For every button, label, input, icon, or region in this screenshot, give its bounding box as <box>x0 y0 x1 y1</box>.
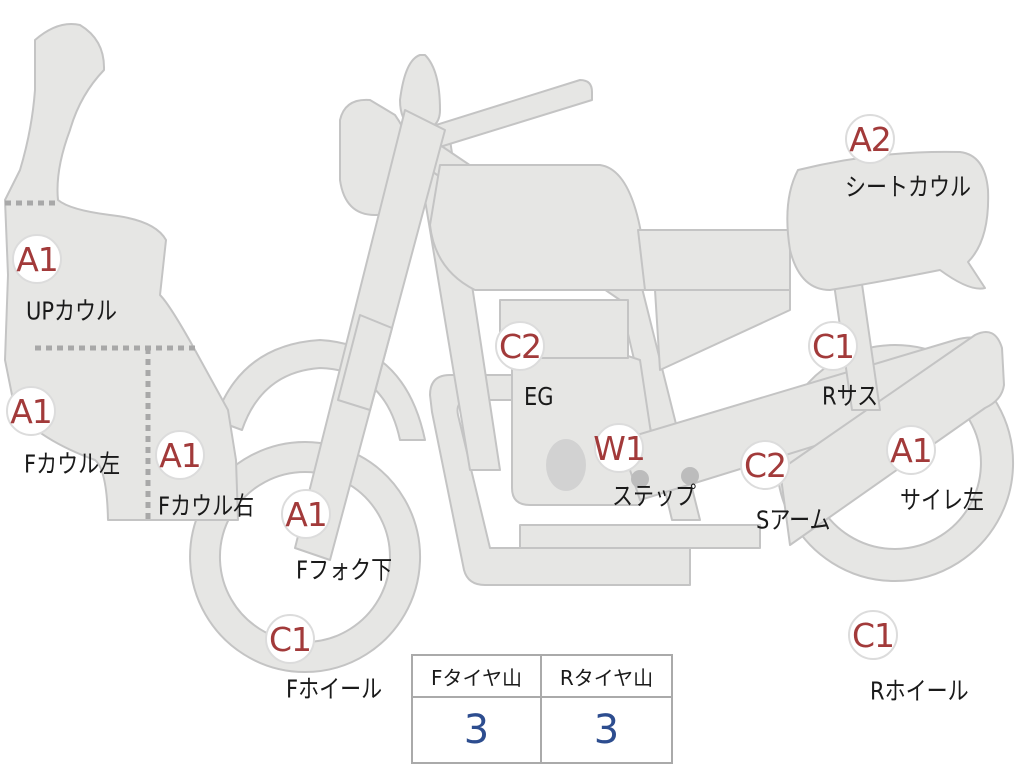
part-label: ステップ <box>612 481 696 511</box>
engine-cover <box>546 439 586 491</box>
handlebar <box>419 79 593 151</box>
part-label: EG <box>524 382 554 411</box>
tyre-tread-table: Fタイヤ山 Rタイヤ山 3 3 <box>411 654 673 764</box>
grade-badge: A1 <box>6 386 56 436</box>
grade-badge: C2 <box>740 440 790 490</box>
grade-badge: C2 <box>495 321 545 371</box>
exhaust-pipe <box>429 374 691 586</box>
front-tyre-header: Fタイヤ山 <box>413 656 542 698</box>
part-label: Fカウル右 <box>158 491 255 521</box>
side-panel <box>654 289 791 371</box>
grade-badge: W1 <box>593 423 646 473</box>
seat <box>637 229 791 291</box>
part-label: Fカウル左 <box>24 449 121 479</box>
front-fender <box>214 339 426 441</box>
seat-cowl <box>786 150 990 291</box>
part-label: Fホイール <box>286 674 383 704</box>
rear-tyre-header: Rタイヤ山 <box>542 656 671 698</box>
grade-badge: C1 <box>808 321 858 371</box>
part-label: サイレ左 <box>900 485 984 515</box>
part-label: Rホイール <box>870 676 969 706</box>
step-peg-right <box>681 467 699 485</box>
grade-badge: C1 <box>265 614 315 664</box>
part-label: シートカウル <box>845 172 971 202</box>
grade-badge: A2 <box>845 114 895 164</box>
part-label: Rサス <box>822 381 879 411</box>
grade-badge: C1 <box>848 610 898 660</box>
rear-tyre-value: 3 <box>593 707 620 753</box>
grade-badge: A1 <box>12 234 62 284</box>
part-label: Sアーム <box>756 505 831 535</box>
grade-badge: A1 <box>155 430 205 480</box>
fuel-tank <box>429 164 646 291</box>
grade-badge: A1 <box>281 489 331 539</box>
part-label: Fフォク下 <box>296 555 393 585</box>
lower-rail <box>519 524 761 549</box>
grade-badge: A1 <box>886 425 936 475</box>
front-tyre-value: 3 <box>413 698 542 762</box>
fork-sleeve <box>337 314 393 411</box>
engine-details <box>546 439 699 491</box>
part-label: UPカウル <box>26 296 118 326</box>
step-peg-left <box>631 470 649 488</box>
